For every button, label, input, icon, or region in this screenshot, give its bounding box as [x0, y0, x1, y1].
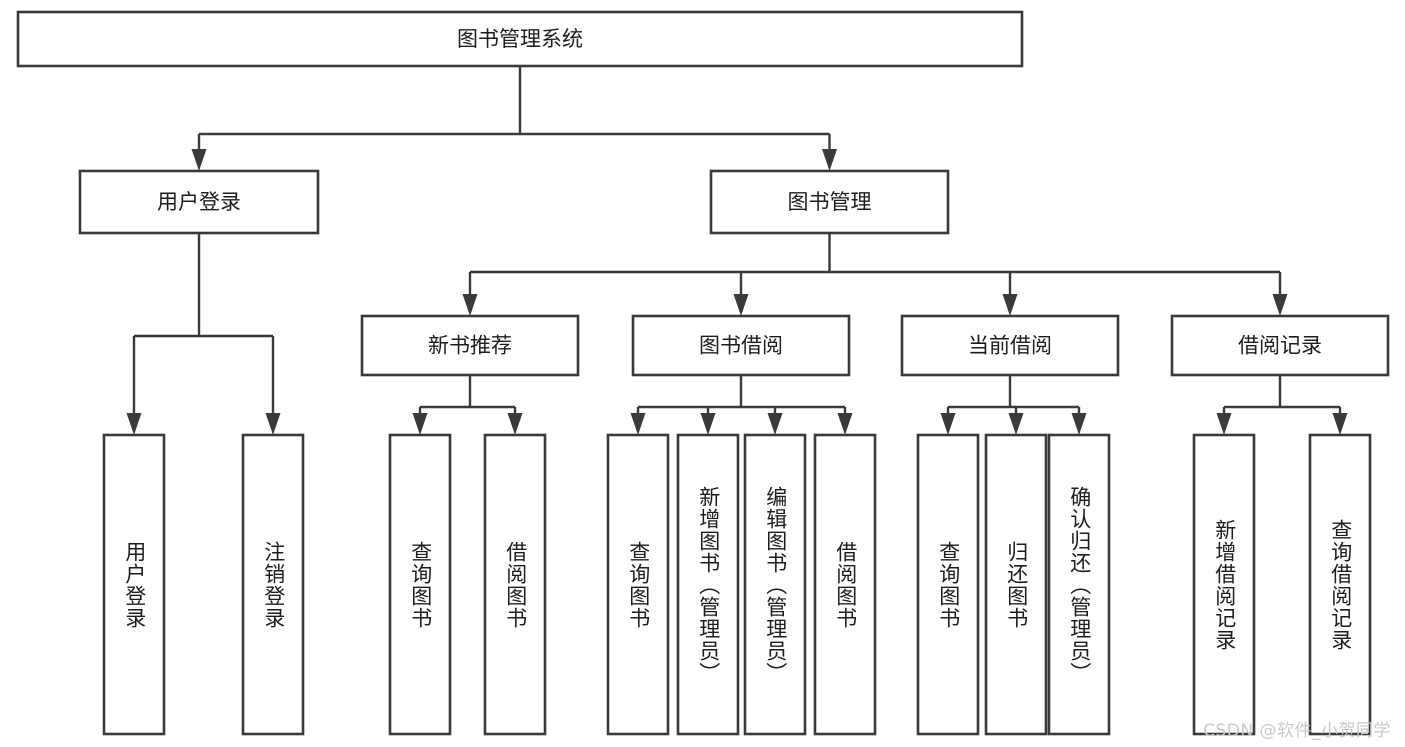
arrow-head-icon	[1002, 294, 1018, 316]
arrow-head-icon	[462, 294, 478, 316]
arrow-head-icon	[767, 413, 783, 435]
node-box-leaf-query-record[interactable]	[1308, 433, 1372, 736]
node-box-new-book-rec[interactable]	[360, 314, 580, 377]
node-box-leaf-return-book[interactable]	[984, 433, 1048, 736]
arrow-head-icon	[837, 413, 853, 435]
edge-group-root	[191, 66, 837, 171]
node-leaf-borrow-book[interactable]	[813, 433, 877, 736]
node-box-book-manage[interactable]	[709, 169, 950, 235]
node-leaf-borrow-book-rec[interactable]	[483, 433, 547, 736]
node-leaf-add-record[interactable]	[1192, 433, 1256, 736]
node-user-login[interactable]: 用户登录	[78, 169, 320, 235]
arrow-head-icon	[630, 413, 646, 435]
node-box-leaf-edit-book[interactable]	[743, 433, 807, 736]
node-label-book-manage: 图书管理	[788, 190, 872, 214]
node-root[interactable]: 图书管理系统	[16, 10, 1024, 68]
arrow-head-icon	[507, 413, 523, 435]
node-box-user-login[interactable]	[78, 169, 320, 235]
arrow-head-icon	[265, 413, 281, 435]
edge-group-user-login	[126, 233, 281, 435]
arrow-head-icon	[1272, 294, 1288, 316]
edge-group-book-manage	[462, 233, 1288, 316]
node-borrow-record[interactable]: 借阅记录	[1170, 314, 1390, 377]
arrow-head-icon	[1332, 413, 1348, 435]
node-label-book-borrow: 图书借阅	[699, 334, 783, 358]
node-label-current-borrow: 当前借阅	[968, 334, 1052, 358]
arrow-head-icon	[822, 149, 837, 171]
node-label-borrow-record: 借阅记录	[1238, 334, 1322, 358]
node-leaf-user-logout[interactable]	[241, 433, 305, 736]
node-book-borrow[interactable]: 图书借阅	[631, 314, 851, 377]
node-box-leaf-query-book-rec[interactable]	[388, 433, 452, 736]
arrow-head-icon	[1008, 413, 1024, 435]
node-box-leaf-borrow-book[interactable]	[813, 433, 877, 736]
arrow-head-icon	[412, 413, 428, 435]
node-book-manage[interactable]: 图书管理	[709, 169, 950, 235]
node-label-root: 图书管理系统	[457, 27, 583, 51]
arrow-head-icon	[126, 413, 142, 435]
node-box-leaf-add-record[interactable]	[1192, 433, 1256, 736]
edge-group-new-book-rec	[412, 375, 523, 435]
node-box-leaf-query-book-cur[interactable]	[916, 433, 980, 736]
node-box-leaf-add-book[interactable]	[676, 433, 740, 736]
edge-layer	[126, 66, 1348, 435]
edge-group-book-borrow	[630, 375, 853, 435]
arrow-head-icon	[1216, 413, 1232, 435]
node-leaf-edit-book[interactable]	[743, 433, 807, 736]
node-box-current-borrow[interactable]	[900, 314, 1120, 377]
edge-group-current-borrow	[940, 375, 1087, 435]
node-leaf-confirm-return[interactable]	[1047, 433, 1111, 736]
node-box-leaf-query-book[interactable]	[606, 433, 670, 736]
node-new-book-rec[interactable]: 新书推荐	[360, 314, 580, 377]
node-box-leaf-borrow-book-rec[interactable]	[483, 433, 547, 736]
watermark: CSDN @软件_小贺同学	[1203, 721, 1391, 741]
arrow-head-icon	[940, 413, 956, 435]
arrow-head-icon	[700, 413, 716, 435]
node-leaf-query-book-rec[interactable]	[388, 433, 452, 736]
node-box-borrow-record[interactable]	[1170, 314, 1390, 377]
arrow-head-icon	[191, 149, 207, 171]
node-leaf-query-book-cur[interactable]	[916, 433, 980, 736]
node-box-book-borrow[interactable]	[631, 314, 851, 377]
node-leaf-add-book[interactable]	[676, 433, 740, 736]
node-label-new-book-rec: 新书推荐	[428, 334, 512, 358]
node-box-leaf-user-login[interactable]	[102, 433, 166, 736]
node-current-borrow[interactable]: 当前借阅	[900, 314, 1120, 377]
node-leaf-return-book[interactable]	[984, 433, 1048, 736]
node-box-leaf-confirm-return[interactable]	[1047, 433, 1111, 736]
edge-group-borrow-record	[1216, 375, 1348, 435]
arrow-head-icon	[733, 294, 749, 316]
node-box-leaf-user-logout[interactable]	[241, 433, 305, 736]
node-label-user-login: 用户登录	[157, 190, 241, 214]
node-leaf-query-book[interactable]	[606, 433, 670, 736]
node-leaf-user-login[interactable]	[102, 433, 166, 736]
node-leaf-query-record[interactable]	[1308, 433, 1372, 736]
node-box-root[interactable]	[16, 10, 1024, 68]
arrow-head-icon	[1071, 413, 1087, 435]
